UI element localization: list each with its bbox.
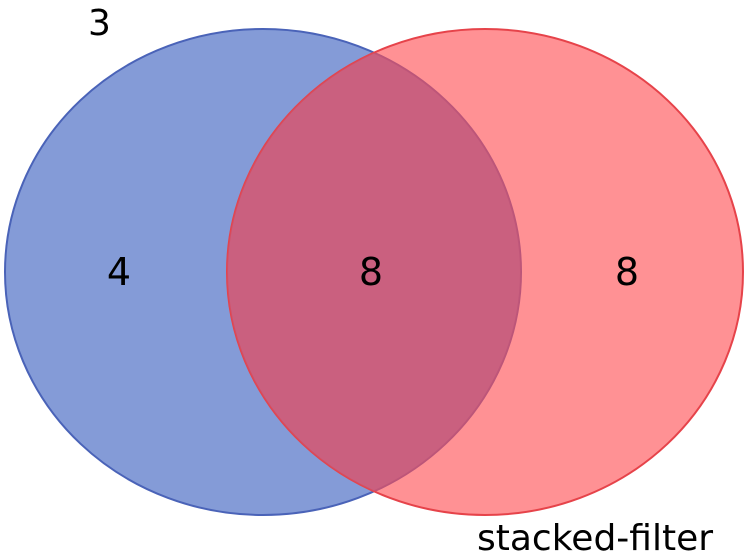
set-label-left: 3 [88, 3, 111, 44]
count-intersection: 8 [359, 250, 383, 294]
count-right-only: 8 [615, 250, 639, 294]
set-label-right: stacked-filter [477, 518, 713, 557]
count-left-only: 4 [107, 250, 131, 294]
intersection-region [227, 29, 521, 515]
